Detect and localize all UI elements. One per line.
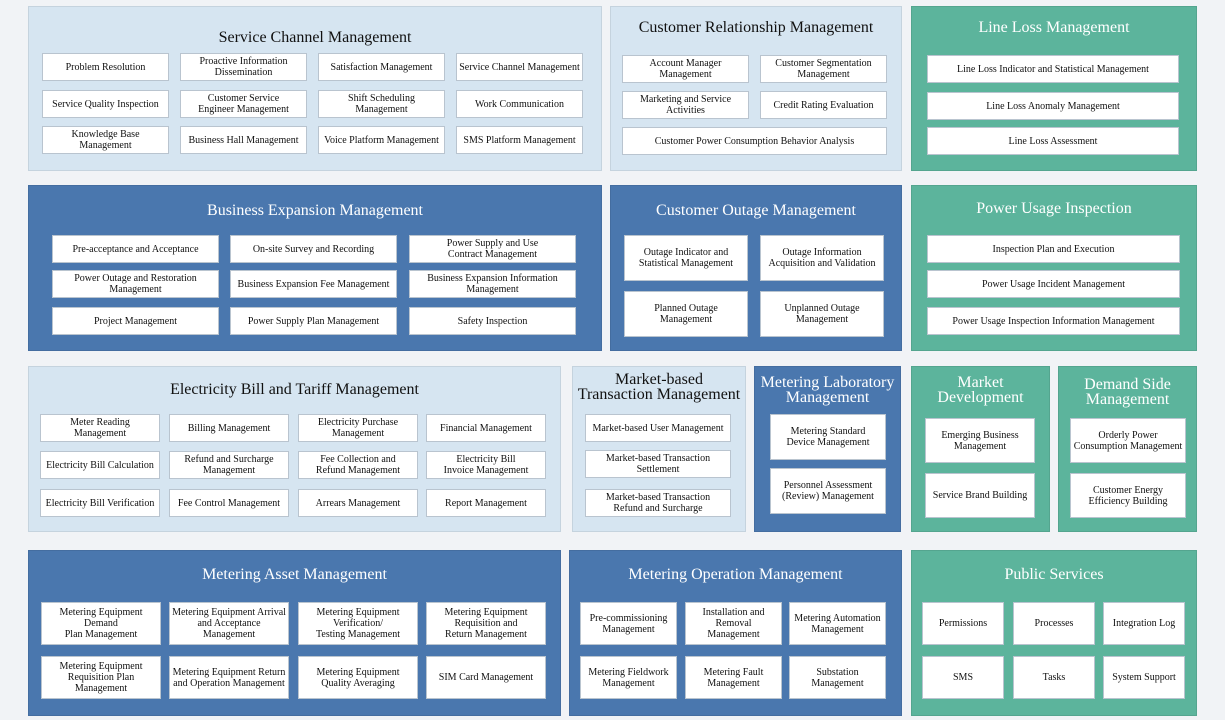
module-box: Personnel Assessment (Review) Management — [770, 468, 886, 514]
module-box: Business Expansion Information Managemen… — [409, 270, 576, 298]
module-box: Metering Fault Management — [685, 656, 782, 699]
module-box: Customer Power Consumption Behavior Anal… — [622, 127, 887, 155]
panel-title-market-development: Market Development — [937, 374, 1024, 406]
module-box: Credit Rating Evaluation — [760, 91, 887, 119]
module-box: Market-based User Management — [585, 414, 731, 442]
panel-title-market-transaction: Market-based Transaction Management — [577, 371, 741, 403]
module-box: Pre-acceptance and Acceptance — [52, 235, 219, 263]
module-box: On-site Survey and Recording — [230, 235, 397, 263]
panel-title-electricity-bill: Electricity Bill and Tariff Management — [170, 381, 419, 398]
panel-title-line-loss: Line Loss Management — [978, 19, 1130, 36]
module-box: System Support — [1103, 656, 1185, 699]
module-box: Electricity Bill Calculation — [40, 451, 160, 479]
module-box: Installation and Removal Management — [685, 602, 782, 645]
module-box: Account Manager Management — [622, 55, 749, 83]
module-box: Line Loss Assessment — [927, 127, 1179, 155]
module-box: Metering Equipment Verification/ Testing… — [298, 602, 418, 645]
module-box: Problem Resolution — [42, 53, 169, 81]
module-box: Report Management — [426, 489, 546, 517]
module-box: Power Supply Plan Management — [230, 307, 397, 335]
module-box: Work Communication — [456, 90, 583, 118]
module-box: Arrears Management — [298, 489, 418, 517]
module-box: Meter Reading Management — [40, 414, 160, 442]
panel-title-metering-asset: Metering Asset Management — [202, 566, 387, 583]
module-box: Service Channel Management — [456, 53, 583, 81]
module-box: Planned Outage Management — [624, 291, 748, 337]
module-box: Satisfaction Management — [318, 53, 445, 81]
module-box: SMS Platform Management — [456, 126, 583, 154]
module-box: Business Hall Management — [180, 126, 307, 154]
module-box: Power Supply and Use Contract Management — [409, 235, 576, 263]
panel-title-metering-lab: Metering Laboratory Management — [760, 374, 895, 406]
module-box: Substation Management — [789, 656, 886, 699]
module-box: Fee Collection and Refund Management — [298, 451, 418, 479]
module-box: Service Quality Inspection — [42, 90, 169, 118]
module-box: Orderly Power Consumption Management — [1070, 418, 1186, 463]
module-box: Voice Platform Management — [318, 126, 445, 154]
module-box: Power Outage and Restoration Management — [52, 270, 219, 298]
module-box: Metering Fieldwork Management — [580, 656, 677, 699]
module-box: Unplanned Outage Management — [760, 291, 884, 337]
module-box: Inspection Plan and Execution — [927, 235, 1180, 263]
module-box: SMS — [922, 656, 1004, 699]
module-box: Line Loss Anomaly Management — [927, 92, 1179, 120]
module-box: Business Expansion Fee Management — [230, 270, 397, 298]
module-box: Electricity Bill Invoice Management — [426, 451, 546, 479]
module-box: Project Management — [52, 307, 219, 335]
module-box: Tasks — [1013, 656, 1095, 699]
module-box: Shift Scheduling Management — [318, 90, 445, 118]
module-box: Marketing and Service Activities — [622, 91, 749, 119]
module-box: Metering Equipment Quality Averaging — [298, 656, 418, 699]
panel-title-metering-operation: Metering Operation Management — [628, 566, 843, 583]
module-box: Refund and Surcharge Management — [169, 451, 289, 479]
module-box: Proactive Information Dissemination — [180, 53, 307, 81]
module-box: SIM Card Management — [426, 656, 546, 699]
module-box: Outage Indicator and Statistical Managem… — [624, 235, 748, 281]
panel-title-demand-side: Demand Side Management — [1084, 376, 1171, 408]
module-box: Emerging Business Management — [925, 418, 1035, 463]
panel-title-customer-relationship: Customer Relationship Management — [638, 19, 874, 36]
module-box: Pre-commissioning Management — [580, 602, 677, 645]
panel-title-service-channel: Service Channel Management — [218, 29, 412, 46]
module-box: Electricity Bill Verification — [40, 489, 160, 517]
module-box: Electricity Purchase Management — [298, 414, 418, 442]
module-box: Metering Equipment Requisition and Retur… — [426, 602, 546, 645]
module-box: Metering Equipment Return and Operation … — [169, 656, 289, 699]
module-box: Processes — [1013, 602, 1095, 645]
module-box: Metering Automation Management — [789, 602, 886, 645]
panel-title-power-usage-inspection: Power Usage Inspection — [976, 200, 1132, 217]
module-box: Power Usage Inspection Information Manag… — [927, 307, 1180, 335]
module-box: Financial Management — [426, 414, 546, 442]
panel-title-public-services: Public Services — [1004, 566, 1104, 583]
module-box: Metering Equipment Arrival and Acceptanc… — [169, 602, 289, 645]
module-box: Power Usage Incident Management — [927, 270, 1180, 298]
module-box: Customer Energy Efficiency Building — [1070, 473, 1186, 518]
module-box: Knowledge Base Management — [42, 126, 169, 154]
module-box: Service Brand Building — [925, 473, 1035, 518]
module-box: Permissions — [922, 602, 1004, 645]
module-box: Customer Service Engineer Management — [180, 90, 307, 118]
module-box: Customer Segmentation Management — [760, 55, 887, 83]
module-box: Line Loss Indicator and Statistical Mana… — [927, 55, 1179, 83]
module-box: Metering Equipment Requisition Plan Mana… — [41, 656, 161, 699]
panel-title-customer-outage: Customer Outage Management — [656, 202, 856, 219]
panel-title-business-expansion: Business Expansion Management — [207, 202, 423, 219]
module-box: Fee Control Management — [169, 489, 289, 517]
module-box: Outage Information Acquisition and Valid… — [760, 235, 884, 281]
module-box: Billing Management — [169, 414, 289, 442]
module-box: Safety Inspection — [409, 307, 576, 335]
module-box: Market-based Transaction Settlement — [585, 450, 731, 478]
module-box: Market-based Transaction Refund and Surc… — [585, 489, 731, 517]
module-box: Integration Log — [1103, 602, 1185, 645]
module-box: Metering Standard Device Management — [770, 414, 886, 460]
module-box: Metering Equipment Demand Plan Managemen… — [41, 602, 161, 645]
